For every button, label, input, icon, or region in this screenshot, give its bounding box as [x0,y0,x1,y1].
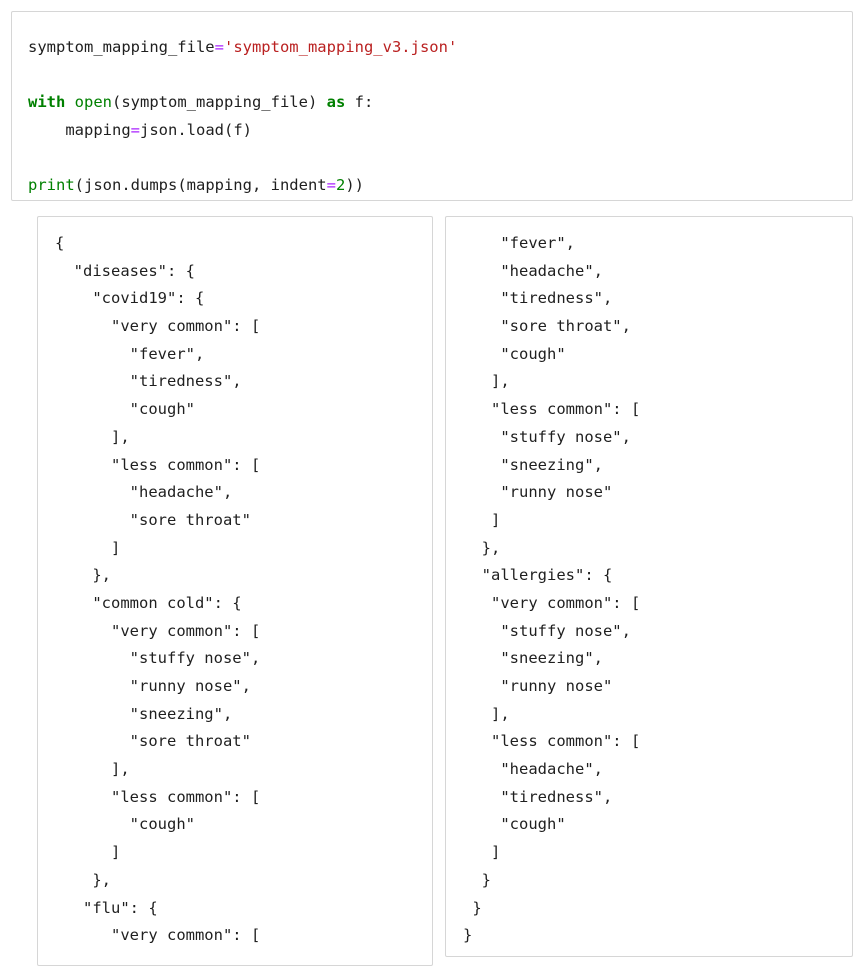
json-line: "headache", [55,483,233,502]
json-line: } [463,926,473,945]
code-token: open [74,93,112,112]
json-line: "headache", [463,760,603,779]
code-token: symptom_mapping_file [28,38,215,56]
json-line: "less common": [ [463,732,641,751]
code-input-cell[interactable]: symptom_mapping_file='symptom_mapping_v3… [11,11,853,201]
json-line: "sneezing", [55,704,233,723]
code-token: as [326,93,346,112]
json-line: ], [463,704,510,723]
code-token: 2 [335,176,346,195]
json-line: }, [55,870,111,889]
json-line: "tiredness", [55,372,242,391]
code-token: 'symptom_mapping_v3.json' [223,38,458,56]
json-line: ], [463,372,510,391]
json-line: "cough" [55,400,195,419]
json-line: "runny nose" [463,677,613,695]
json-line: "very common": [ [55,926,261,945]
code-token: )) [345,176,364,195]
json-line: "tiredness", [463,289,613,308]
json-line: "cough" [463,344,566,363]
code-line: print(json.dumps(mapping, indent=2)) [28,172,457,200]
json-line: }, [55,566,111,585]
code-token: json.load(f) [140,121,252,140]
json-line: "sore throat" [55,510,251,529]
json-line: }, [463,538,501,557]
json-line: "cough" [463,815,566,834]
json-line: "allergies": { [463,566,613,585]
code-line [28,62,457,90]
code-token: = [214,38,224,56]
json-line: ] [55,538,121,557]
json-line: "sneezing", [463,455,603,474]
json-line: ] [55,843,121,862]
json-line: "fever", [55,344,205,363]
json-line: } [463,870,491,889]
json-line: "less common": [ [55,455,261,474]
code-token: with [28,93,66,112]
code-token [65,93,74,111]
code-token: print [28,176,75,195]
code-line: symptom_mapping_file='symptom_mapping_v3… [28,34,457,62]
code-token: = [130,121,140,140]
json-line: "fever", [463,234,575,252]
json-line: ], [55,760,130,779]
code-line: mapping=json.load(f) [28,117,457,145]
json-line: "stuffy nose", [463,621,631,640]
json-line: "stuffy nose", [463,427,631,446]
code-token: f: [345,93,374,112]
code-editor[interactable]: symptom_mapping_file='symptom_mapping_v3… [28,34,457,200]
json-line: "runny nose" [463,483,613,502]
json-line: "very common": [ [55,621,261,640]
json-line: "less common": [ [463,400,641,419]
json-line: ], [55,427,130,446]
json-line: "sore throat", [463,317,631,336]
json-line: ] [463,510,501,529]
json-line: "runny nose", [55,677,251,695]
output-panel-left: { "diseases": { "covid19": { "very commo… [37,216,433,966]
json-line: "diseases": { [55,261,195,280]
json-line: "sneezing", [463,649,603,668]
json-line: "sore throat" [55,732,251,751]
json-line: ] [463,843,501,862]
json-line: "less common": [ [55,787,261,806]
json-line: "covid19": { [55,289,205,308]
output-panel-right: "fever", "headache", "tiredness", "sore … [445,216,853,957]
json-line: "very common": [ [55,317,261,336]
json-line: "flu": { [55,898,158,917]
code-token: (symptom_mapping_file) [112,93,327,112]
json-output-left: { "diseases": { "covid19": { "very commo… [55,230,260,950]
json-line: } [463,898,482,917]
json-line: "very common": [ [463,593,641,612]
json-line: "tiredness", [463,787,613,806]
code-token: mapping [28,121,131,140]
json-output-right: "fever", "headache", "tiredness", "sore … [463,230,640,950]
code-token: = [326,176,336,195]
json-line: "headache", [463,261,603,280]
json-line: "common cold": { [55,593,242,612]
code-token: (json.dumps(mapping, indent [74,176,327,195]
json-line: "stuffy nose", [55,649,261,668]
json-line: { [55,234,65,252]
code-line [28,145,457,173]
json-line: "cough" [55,815,195,834]
code-line: with open(symptom_mapping_file) as f: [28,89,457,117]
